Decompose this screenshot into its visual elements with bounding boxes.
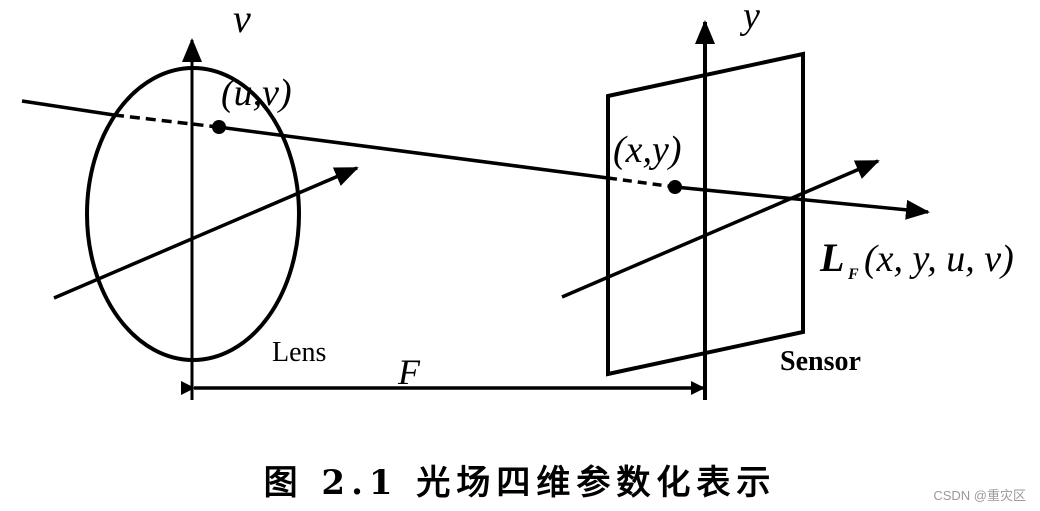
sensor-x-axis bbox=[561, 159, 880, 299]
ray-incoming bbox=[21, 99, 115, 117]
ray-dashed-sensor bbox=[607, 176, 676, 189]
svg-text:L: L bbox=[819, 235, 844, 280]
figure-caption: 图 2.1 光场四维参数化表示 bbox=[263, 463, 777, 503]
svg-text:F: F bbox=[847, 266, 859, 283]
light-field-function-label: L F (x, y, u, v) bbox=[819, 235, 1014, 283]
lens-u-axis bbox=[53, 166, 359, 300]
lens-point-dot bbox=[212, 120, 226, 134]
sensor-point-dot bbox=[668, 180, 682, 194]
watermark: CSDN @重灾区 bbox=[933, 488, 1026, 503]
sensor-label: Sensor bbox=[780, 346, 861, 377]
ray-between-planes bbox=[217, 125, 609, 180]
sensor-axis-label: y bbox=[739, 0, 760, 37]
sensor-plane bbox=[606, 51, 805, 377]
svg-text:(x, y, u, v): (x, y, u, v) bbox=[864, 238, 1014, 280]
ray-dashed-lens bbox=[113, 113, 219, 129]
lens-axis-label: v bbox=[233, 0, 251, 41]
focal-distance-label: F bbox=[397, 352, 421, 392]
lens-point-label: (u,v) bbox=[221, 72, 292, 114]
sensor-point-label: (x,y) bbox=[613, 129, 682, 171]
lens-label: Lens bbox=[272, 337, 326, 368]
ray-outgoing bbox=[674, 185, 930, 220]
